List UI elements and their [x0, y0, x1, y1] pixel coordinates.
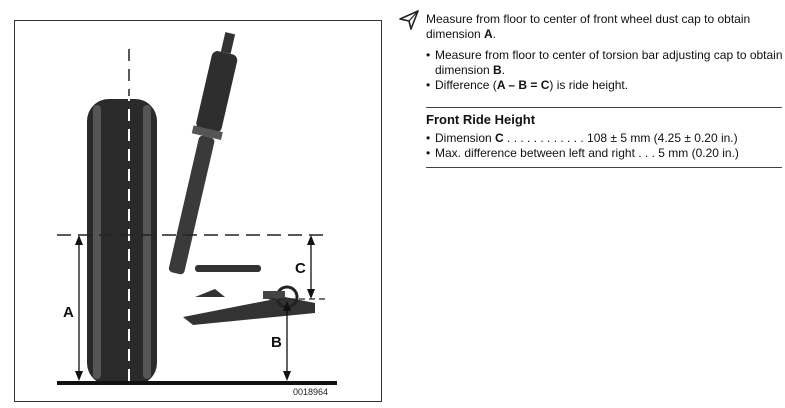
- label-a: A: [63, 304, 74, 321]
- intro-paragraph: Measure from floor to center of front wh…: [398, 10, 783, 42]
- tire: [87, 99, 157, 385]
- intro-dim-a: A: [484, 27, 493, 41]
- upper-arm: [195, 265, 261, 272]
- bullet-expression: A – B = C: [496, 78, 550, 92]
- pointer-arrow-icon: [399, 10, 419, 30]
- section-divider-bottom: [426, 167, 782, 168]
- bullet-end: .: [501, 63, 506, 77]
- spec-max-difference: Max. difference between left and right .…: [426, 146, 783, 161]
- bullet-post: ) is ride height.: [549, 78, 629, 92]
- ride-height-specs: Dimension C . . . . . . . . . . . . 108 …: [426, 131, 783, 161]
- spec-value: . . . . . . . . . . . . 108 ± 5 mm (4.25…: [503, 131, 738, 145]
- instructions-column: Measure from floor to center of front wh…: [398, 10, 783, 168]
- dimension-b-arrow: [283, 301, 291, 381]
- label-c: C: [295, 260, 306, 277]
- spec-label: Max. difference between left and right .…: [435, 146, 739, 160]
- bullet-difference: Difference (A – B = C) is ride height.: [426, 78, 783, 93]
- spec-dimension-c: Dimension C . . . . . . . . . . . . 108 …: [426, 131, 783, 146]
- dimension-a-arrow: [75, 235, 83, 381]
- instruction-bullets: Measure from floor to center of torsion …: [426, 48, 783, 93]
- floor-line: [57, 381, 337, 385]
- suspension-figure: A B C 0018964: [14, 20, 382, 402]
- intro-text: Measure from floor to center of front wh…: [426, 12, 751, 41]
- label-b: B: [271, 334, 282, 351]
- lower-arm: [183, 285, 315, 325]
- spec-dim-c: C: [495, 131, 504, 145]
- spec-label: Dimension: [435, 131, 496, 145]
- bullet-measure-b: Measure from floor to center of torsion …: [426, 48, 783, 78]
- bullet-dim-b: B: [493, 63, 502, 77]
- ride-height-diagram: A B C 0018964: [57, 32, 337, 397]
- dimension-c-arrow: [307, 235, 315, 299]
- bullet-text: Measure from floor to center of torsion …: [435, 48, 783, 77]
- figure-code: 0018964: [293, 387, 328, 397]
- ride-height-title: Front Ride Height: [426, 112, 536, 127]
- bullet-pre: Difference (: [435, 78, 497, 92]
- section-divider: [426, 107, 782, 108]
- shock-absorber: [168, 32, 238, 275]
- intro-end: .: [492, 27, 497, 41]
